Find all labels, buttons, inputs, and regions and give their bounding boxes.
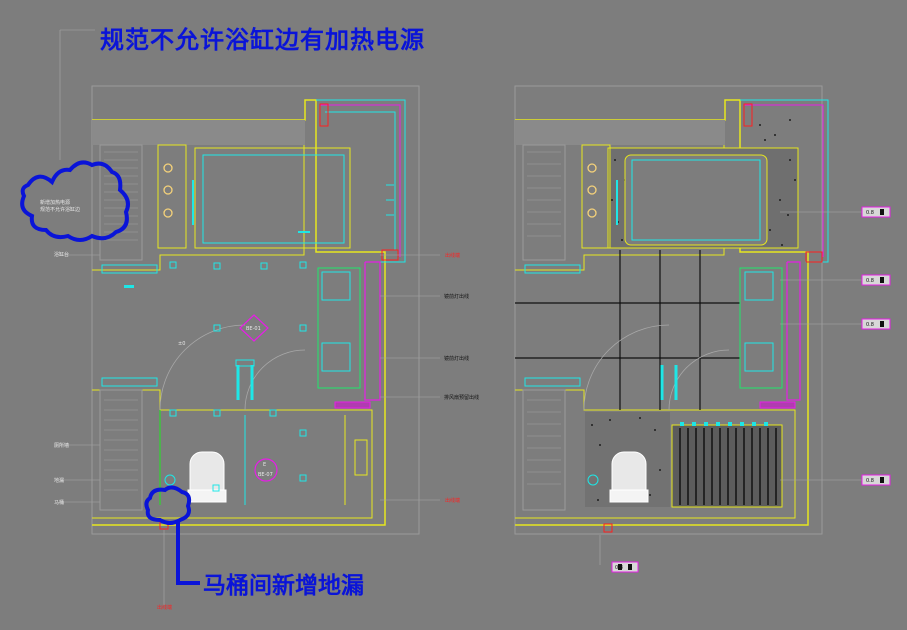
right-label-3: 镜前灯出线 — [444, 355, 469, 362]
tag-be-01: BE-01 — [246, 326, 261, 332]
right-label-4: 排风扇预留出线 — [444, 394, 479, 401]
cloud-note-2: 规范不允许浴缸边 — [40, 206, 80, 213]
right-tag-5: 0.8 — [615, 565, 623, 571]
annotation-bottom-note: 马桶间新增地漏 — [203, 572, 364, 599]
right-floor-plan — [514, 85, 891, 573]
right-label-5: 出线端 — [445, 497, 460, 504]
level-label: ±0 — [178, 341, 185, 347]
tag-e: E — [263, 462, 266, 468]
right-tag-4: 0.8 — [866, 478, 874, 484]
floor-drain-markup — [144, 485, 200, 585]
left-label-2: 厕所墙 — [54, 442, 69, 449]
annotation-top-note: 规范不允许浴缸边有加热电源 — [100, 25, 425, 54]
right-label-2: 镜前灯出线 — [444, 293, 469, 300]
revision-cloud-markup — [20, 160, 130, 242]
right-tag-1: 0.8 — [866, 210, 874, 216]
tag-be-07: BE-07 — [258, 472, 273, 478]
left-floor-plan — [59, 29, 440, 605]
right-tag-3: 0.8 — [866, 322, 874, 328]
cloud-note-1: 新增加热电源 — [40, 199, 70, 206]
right-tag-2: 0.8 — [866, 278, 874, 284]
left-label-4: 马桶 — [54, 499, 64, 506]
left-label-1: 浴缸台 — [54, 251, 69, 258]
bottom-label-1: 出线端 — [157, 604, 172, 611]
right-label-1: 出线端 — [445, 252, 460, 259]
left-label-3: 地漏 — [54, 477, 64, 484]
